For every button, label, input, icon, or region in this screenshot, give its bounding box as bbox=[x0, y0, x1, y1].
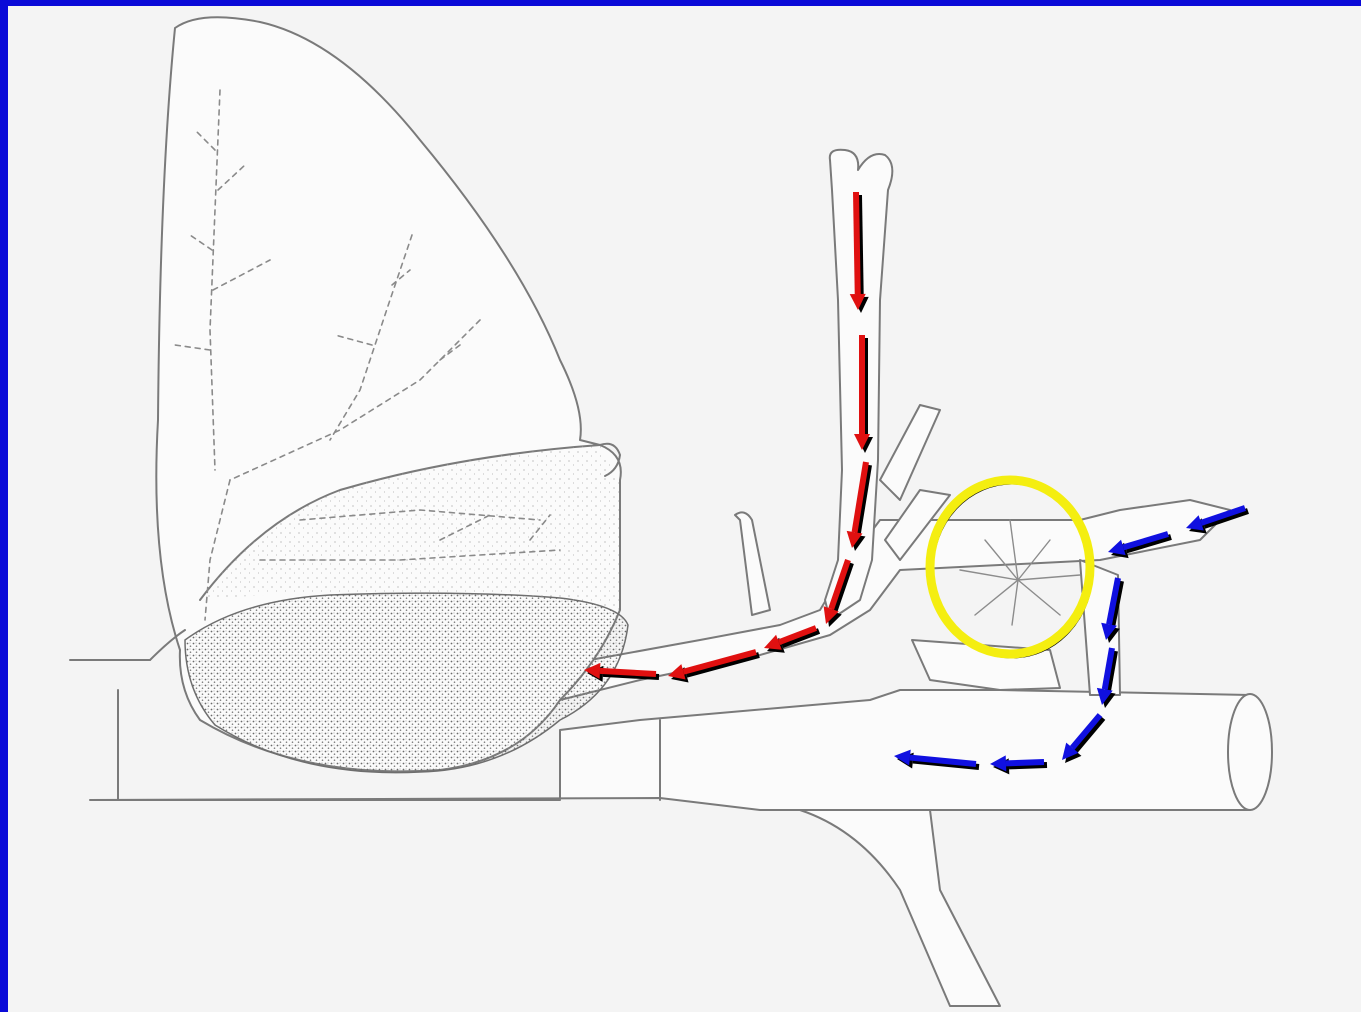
red-flow-arrows bbox=[584, 192, 873, 683]
descending-vessel bbox=[800, 810, 1000, 1006]
diagram-canvas bbox=[8, 6, 1361, 1012]
lung-outline bbox=[150, 17, 628, 772]
anatomy-diagram bbox=[8, 6, 1361, 1012]
